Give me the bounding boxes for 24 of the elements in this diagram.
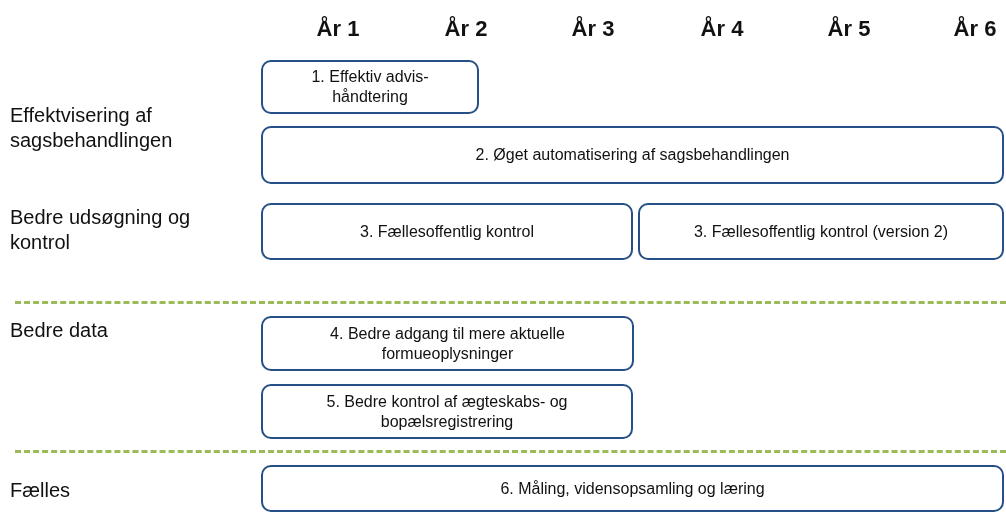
timeline-box bbox=[261, 384, 633, 439]
year-label: År 5 bbox=[827, 16, 871, 42]
timeline-box bbox=[261, 60, 479, 114]
row-heading: Fælles bbox=[10, 478, 71, 503]
row-heading: Effektvisering af sagsbehandlingen bbox=[10, 103, 174, 153]
box-label: 3. Fællesoffentlig kontrol (version 2) bbox=[693, 221, 948, 242]
row-heading: Bedre udsøgning og kontrol bbox=[10, 205, 192, 255]
box-label: 2. Øget automatisering af sagsbehandlingen bbox=[475, 145, 790, 165]
box-label: 1. Effektiv advis-håndtering bbox=[310, 67, 430, 107]
timeline-box bbox=[261, 126, 1004, 184]
year-label: År 3 bbox=[571, 16, 615, 42]
timeline-box bbox=[261, 465, 1004, 512]
row-heading: Bedre data bbox=[10, 318, 109, 343]
timeline-box bbox=[261, 203, 633, 260]
timeline-box bbox=[638, 203, 1004, 260]
year-label: År 6 bbox=[953, 16, 997, 42]
box-label: 6. Måling, vidensopsamling og læring bbox=[500, 478, 765, 499]
timeline-box bbox=[261, 316, 634, 371]
year-label: År 2 bbox=[444, 16, 488, 42]
box-label: 4. Bedre adgang til mere aktuelle formueoplysninger bbox=[329, 323, 566, 364]
box-label: 5. Bedre kontrol af ægteskabs- og bopælsregistrering bbox=[325, 391, 569, 432]
box-label: 3. Fællesoffentlig kontrol bbox=[360, 221, 534, 242]
year-label: År 1 bbox=[316, 16, 360, 42]
year-label: År 4 bbox=[700, 16, 744, 42]
